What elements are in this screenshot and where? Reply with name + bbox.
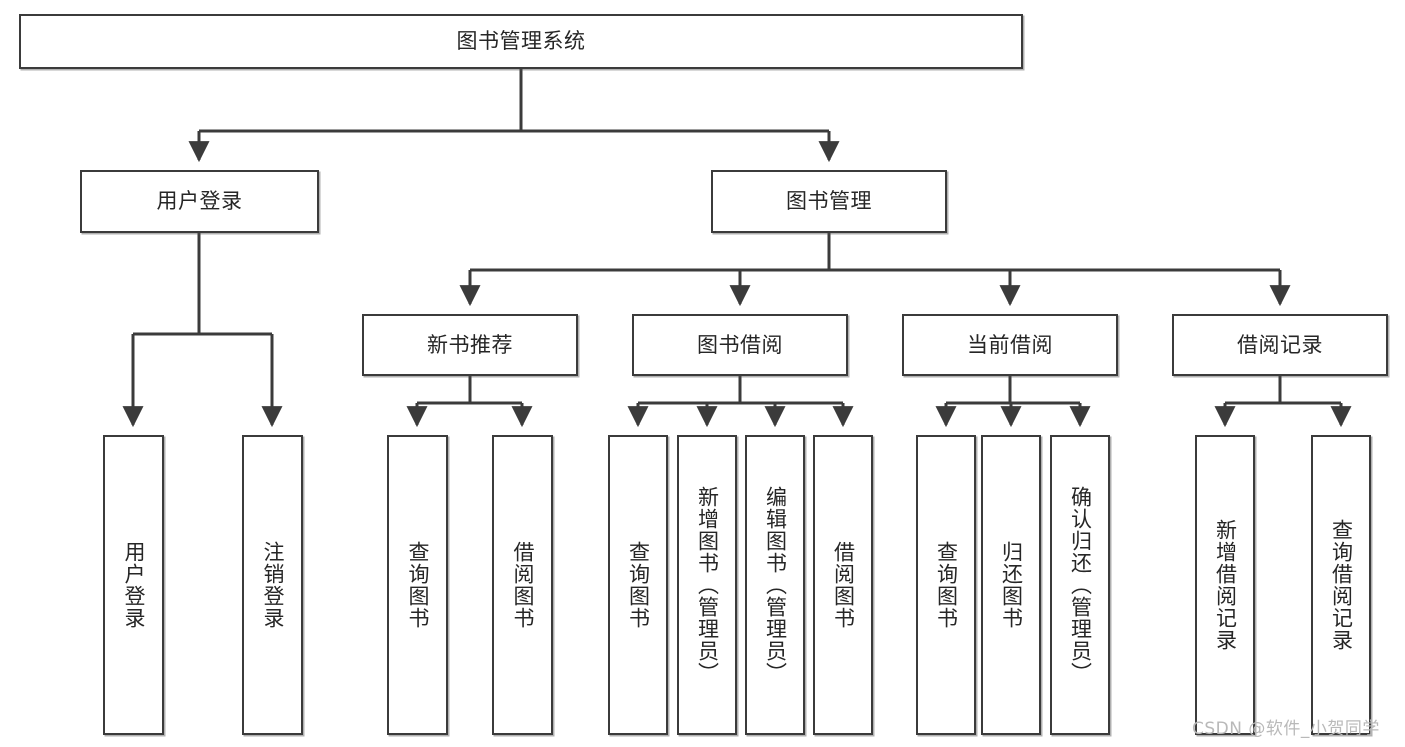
node-new-book-recommend[interactable]: 新书推荐	[362, 314, 578, 376]
node-book-manage-label: 图书管理	[786, 189, 872, 214]
node-book-borrow[interactable]: 图书借阅	[632, 314, 848, 376]
leaf-query-record[interactable]: 查询借阅记录	[1311, 435, 1371, 735]
leaf-borrow-book-2-label: 借阅图书	[831, 541, 856, 629]
node-user-login[interactable]: 用户登录	[80, 170, 319, 233]
leaf-return-book[interactable]: 归还图书	[981, 435, 1041, 735]
node-borrow-record-label: 借阅记录	[1237, 332, 1323, 357]
node-root-label: 图书管理系统	[456, 29, 586, 54]
leaf-add-record-label: 新增借阅记录	[1213, 519, 1238, 651]
leaf-query-book-1[interactable]: 查询图书	[387, 435, 448, 735]
leaf-confirm-return[interactable]: 确认归还（管理员）	[1050, 435, 1110, 735]
leaf-query-record-label: 查询借阅记录	[1329, 519, 1354, 651]
leaf-edit-book-label: 编辑图书（管理员）	[763, 486, 788, 684]
leaf-add-book[interactable]: 新增图书（管理员）	[677, 435, 737, 735]
leaf-query-book-2-label: 查询图书	[626, 541, 651, 629]
node-borrow-record[interactable]: 借阅记录	[1172, 314, 1388, 376]
leaf-user-login-label: 用户登录	[122, 541, 146, 629]
leaf-edit-book[interactable]: 编辑图书（管理员）	[745, 435, 805, 735]
leaf-return-book-label: 归还图书	[999, 541, 1024, 629]
node-current-borrow[interactable]: 当前借阅	[902, 314, 1118, 376]
node-root[interactable]: 图书管理系统	[19, 14, 1023, 69]
node-new-book-recommend-label: 新书推荐	[427, 332, 513, 357]
node-book-manage[interactable]: 图书管理	[711, 170, 947, 233]
leaf-borrow-book-1[interactable]: 借阅图书	[492, 435, 553, 735]
leaf-logout-login[interactable]: 注销登录	[242, 435, 303, 735]
leaf-query-book-2[interactable]: 查询图书	[608, 435, 668, 735]
leaf-confirm-return-label: 确认归还（管理员）	[1068, 486, 1093, 684]
leaf-add-record[interactable]: 新增借阅记录	[1195, 435, 1255, 735]
node-book-borrow-label: 图书借阅	[697, 332, 783, 357]
leaf-add-book-label: 新增图书（管理员）	[695, 486, 720, 684]
leaf-borrow-book-2[interactable]: 借阅图书	[813, 435, 873, 735]
leaf-query-book-3[interactable]: 查询图书	[916, 435, 976, 735]
csdn-watermark: CSDN @软件_小贺同学	[1192, 719, 1380, 739]
node-user-login-label: 用户登录	[156, 189, 243, 214]
node-current-borrow-label: 当前借阅	[967, 332, 1053, 357]
leaf-user-login[interactable]: 用户登录	[103, 435, 164, 735]
leaf-query-book-1-label: 查询图书	[406, 541, 430, 629]
leaf-query-book-3-label: 查询图书	[934, 541, 959, 629]
leaf-borrow-book-1-label: 借阅图书	[511, 541, 535, 629]
leaf-logout-login-label: 注销登录	[261, 541, 285, 629]
